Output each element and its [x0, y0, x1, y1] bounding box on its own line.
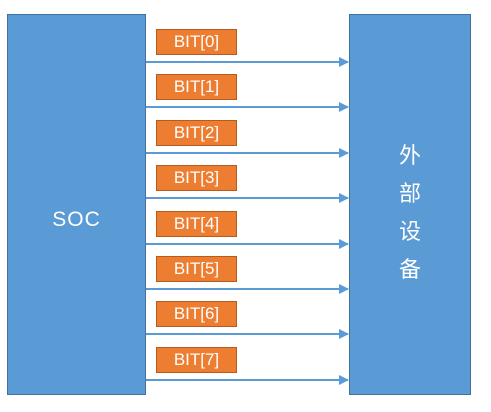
external-device-block: 外 部 设 备 — [349, 14, 471, 395]
soc-label: SOC — [52, 208, 101, 231]
device-label-char: 部 — [398, 181, 421, 206]
bit-1-label: BIT[1] — [156, 74, 237, 100]
device-label-char: 外 — [398, 143, 421, 168]
bit-4-label: BIT[4] — [156, 211, 237, 237]
bit-0-label: BIT[0] — [156, 29, 237, 55]
bit-5-label: BIT[5] — [156, 256, 237, 282]
bit-7-label: BIT[7] — [156, 347, 237, 373]
bit-2-label: BIT[2] — [156, 120, 237, 146]
device-label-char: 备 — [398, 257, 421, 282]
external-device-label: 外 部 设 备 — [350, 137, 470, 289]
device-label-char: 设 — [398, 219, 421, 244]
bit-6-label: BIT[6] — [156, 301, 237, 327]
bit-3-label: BIT[3] — [156, 165, 237, 191]
soc-block: SOC — [7, 14, 146, 395]
